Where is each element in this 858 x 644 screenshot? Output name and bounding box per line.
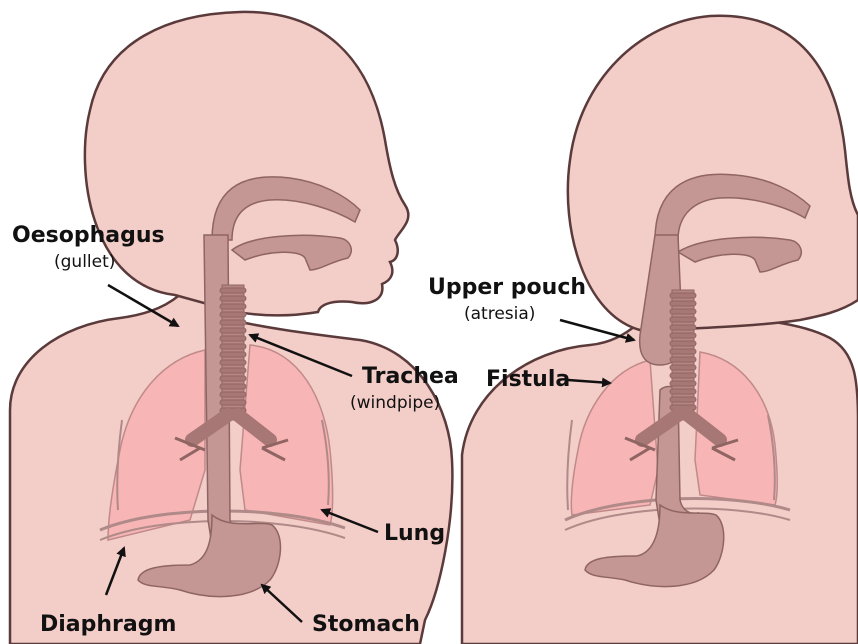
trachea-ring [220, 368, 246, 373]
right-head [568, 16, 858, 330]
label-upper-pouch-sub: (atresia) [464, 306, 535, 323]
trachea-ring [220, 336, 246, 341]
trachea-ring [220, 312, 246, 317]
trachea-ring [670, 381, 696, 386]
trachea-ring [220, 360, 246, 365]
trachea-ring [220, 384, 246, 389]
trachea-ring [670, 357, 696, 362]
trachea-ring [220, 376, 246, 381]
trachea-ring [670, 325, 696, 330]
label-fistula: Fistula [486, 369, 570, 391]
trachea-ring [670, 405, 696, 410]
label-diaphragm: Diaphragm [40, 614, 176, 636]
label-oesophagus-sub: (gullet) [54, 254, 115, 271]
trachea-ring [670, 309, 696, 314]
trachea-ring [220, 328, 246, 333]
trachea-ring [670, 373, 696, 378]
label-stomach: Stomach [312, 614, 420, 636]
trachea-ring [220, 304, 246, 309]
label-upper-pouch: Upper pouch [428, 277, 586, 299]
trachea-ring [220, 352, 246, 357]
trachea-ring [670, 389, 696, 394]
label-trachea-sub: (windpipe) [350, 395, 440, 412]
trachea-ring [670, 365, 696, 370]
trachea-ring [220, 296, 246, 301]
label-trachea: Trachea [362, 366, 459, 388]
right-figure-atresia-anatomy [462, 16, 858, 644]
trachea-ring [670, 333, 696, 338]
trachea-ring [220, 320, 246, 325]
trachea-ring [670, 341, 696, 346]
trachea-ring [220, 288, 246, 293]
label-lung: Lung [384, 523, 445, 545]
left-figure-normal-anatomy [10, 12, 452, 644]
trachea-ring [670, 301, 696, 306]
trachea-ring [670, 293, 696, 298]
label-oesophagus: Oesophagus [12, 225, 165, 247]
trachea-ring [220, 400, 246, 405]
trachea-ring [670, 397, 696, 402]
trachea-ring [220, 392, 246, 397]
left-head [85, 12, 408, 315]
trachea-ring [670, 349, 696, 354]
trachea-ring [220, 344, 246, 349]
trachea-ring [670, 317, 696, 322]
